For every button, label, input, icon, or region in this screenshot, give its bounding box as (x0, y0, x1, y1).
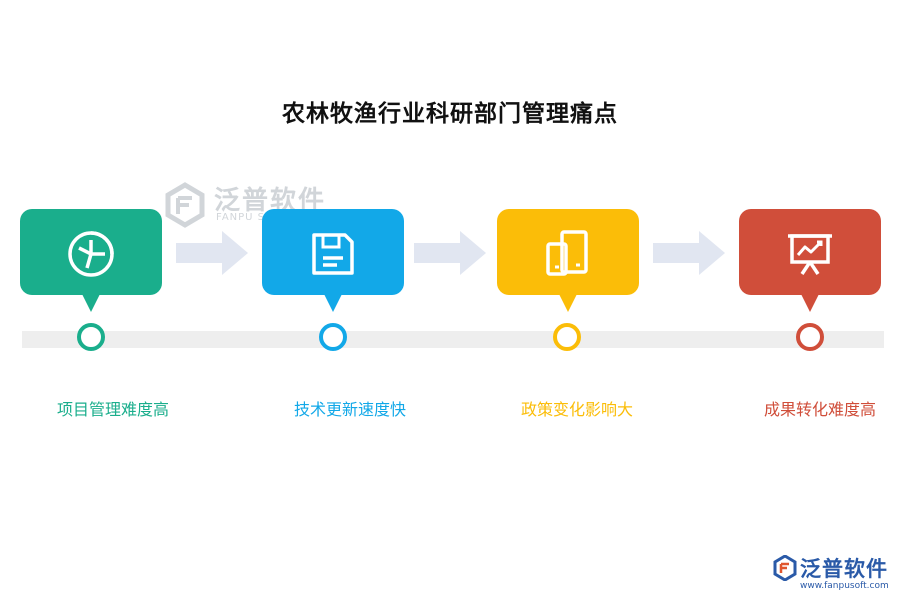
step-box-2 (262, 209, 404, 295)
timeline-node-1 (77, 323, 105, 351)
pie-chart-icon (68, 231, 114, 277)
step-label-2: 技术更新速度快 (293, 400, 406, 419)
devices-icon (546, 230, 588, 276)
watermark-logo-icon (165, 182, 205, 228)
timeline-node-3 (553, 323, 581, 351)
step-pointer-2 (324, 294, 342, 312)
timeline-node-2 (319, 323, 347, 351)
arrow-right-icon (176, 231, 248, 275)
arrow-right-icon (653, 231, 725, 275)
timeline-node-4 (796, 323, 824, 351)
arrow-right-icon (414, 231, 486, 275)
step-box-3 (497, 209, 639, 295)
presentation-chart-icon (788, 234, 832, 275)
page-title: 农林牧渔行业科研部门管理痛点 (282, 100, 618, 127)
brand-url: www.fanpusoft.com (800, 581, 889, 591)
step-box-4 (739, 209, 881, 295)
timeline-track (22, 331, 884, 348)
step-box-1 (20, 209, 162, 295)
floppy-disk-icon (312, 233, 354, 275)
step-label-3: 政策变化影响大 (520, 400, 633, 419)
step-pointer-3 (559, 294, 577, 312)
step-label-1: 项目管理难度高 (56, 400, 169, 419)
brand-name: 泛普软件 (800, 557, 888, 581)
brand-logo-icon (773, 555, 797, 581)
step-pointer-4 (801, 294, 819, 312)
step-label-4: 成果转化难度高 (763, 400, 876, 419)
brand-logo: 泛普软件 www.fanpusoft.com (772, 553, 896, 597)
step-pointer-1 (82, 294, 100, 312)
